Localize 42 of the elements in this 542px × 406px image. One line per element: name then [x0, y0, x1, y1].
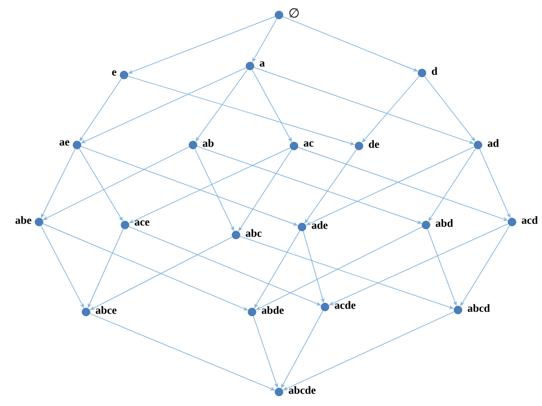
- vertex-label: ac: [304, 141, 314, 147]
- vertex-label: abce: [96, 306, 116, 314]
- vertex-label: abc: [246, 229, 262, 237]
- arrow: [238, 149, 292, 232]
- vertex-label: abd: [436, 219, 453, 227]
- vertex-dot: [354, 142, 364, 150]
- vertex-dot: [290, 142, 298, 150]
- vertex-dot: [320, 302, 330, 312]
- vertex-dot: [248, 308, 256, 316]
- vertex-dot: [422, 220, 430, 230]
- vertex-label: d: [432, 67, 438, 75]
- vertex-dot: [82, 308, 90, 316]
- vertex-label: ade: [312, 221, 328, 229]
- vertex-dot: [72, 140, 82, 150]
- vertex-dot: [34, 218, 44, 226]
- vertex-label: ab: [202, 139, 214, 147]
- vertex-label: acd: [522, 216, 538, 224]
- vertex-dot: [120, 70, 128, 80]
- vertex-label: a: [260, 61, 265, 67]
- vertex-label: abcde: [288, 386, 316, 394]
- vertex-label: ∅: [289, 8, 299, 18]
- vertex-label: abde: [262, 306, 284, 314]
- vertex-label: ae: [60, 140, 70, 146]
- vertex-label: de: [368, 140, 380, 148]
- vertex-label: ad: [488, 139, 499, 147]
- vertex-dot: [454, 306, 462, 314]
- vertex-dot: [120, 220, 130, 230]
- vertex-label: acde: [334, 301, 356, 309]
- vertex-dot: [418, 68, 426, 78]
- vertex-label: abe: [15, 216, 32, 224]
- vertex-label: abcd: [468, 304, 490, 312]
- vertex-dot: [474, 140, 482, 150]
- vertex-dot: [246, 62, 254, 70]
- arrow: [428, 148, 476, 222]
- vertex-label: ace: [134, 220, 150, 226]
- vertex-dot: [274, 388, 284, 396]
- vertex-label: e: [112, 70, 116, 76]
- vertex-dot: [188, 140, 198, 150]
- vertex-dot: [508, 218, 516, 226]
- vertex-dot: [232, 230, 240, 240]
- vertex-dot: [298, 222, 306, 232]
- vertex-dot: [274, 10, 284, 20]
